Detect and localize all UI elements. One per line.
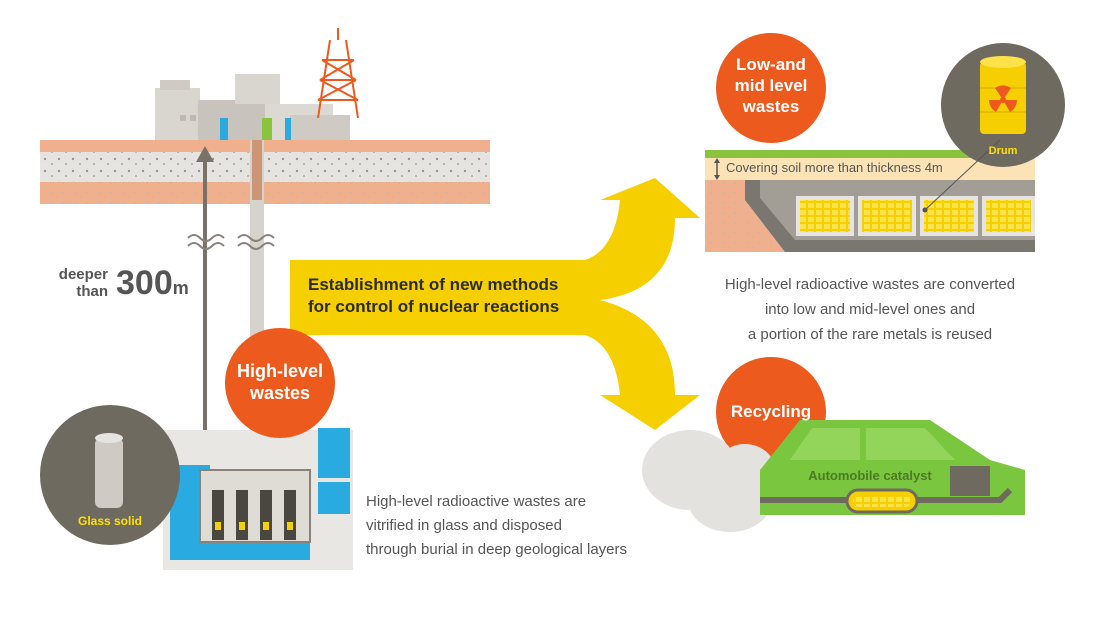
high-level-wastes-label: High-level wastes bbox=[236, 361, 324, 403]
ground-layers bbox=[40, 140, 490, 204]
drum-badge bbox=[922, 43, 1065, 213]
center-methods-label: Establishment of new methods for control… bbox=[308, 275, 560, 316]
depth-value: 300m bbox=[116, 264, 189, 302]
repository bbox=[163, 428, 353, 570]
drum-label: Drum bbox=[988, 145, 1018, 157]
glass-solid-badge bbox=[40, 405, 180, 545]
deeper-label: deeper than bbox=[58, 266, 108, 300]
drilling-tower bbox=[317, 28, 359, 119]
high-level-badge bbox=[225, 328, 335, 438]
car bbox=[760, 420, 1025, 515]
break-marks bbox=[187, 234, 275, 250]
automobile-catalyst-label: Automobile catalyst bbox=[808, 468, 932, 483]
glass-solid-label: Glass solid bbox=[77, 514, 143, 528]
low-mid-level-wastes-label: Low-and mid level wastes bbox=[734, 55, 808, 116]
shallow-disposal-facility bbox=[705, 150, 1035, 252]
surface-facility bbox=[155, 74, 350, 140]
exhaust-cloud bbox=[642, 430, 775, 532]
covering-soil-label: Covering soil more than thickness 4m bbox=[726, 160, 943, 175]
high-level-description: High-level radioactive wastes are vitrif… bbox=[366, 493, 628, 558]
recycling-label: Recycling bbox=[730, 402, 812, 421]
split-arrow bbox=[290, 178, 700, 430]
low-mid-level-badge bbox=[716, 33, 826, 143]
low-mid-level-description: High-level radioactive wastes are conver… bbox=[724, 276, 1016, 343]
